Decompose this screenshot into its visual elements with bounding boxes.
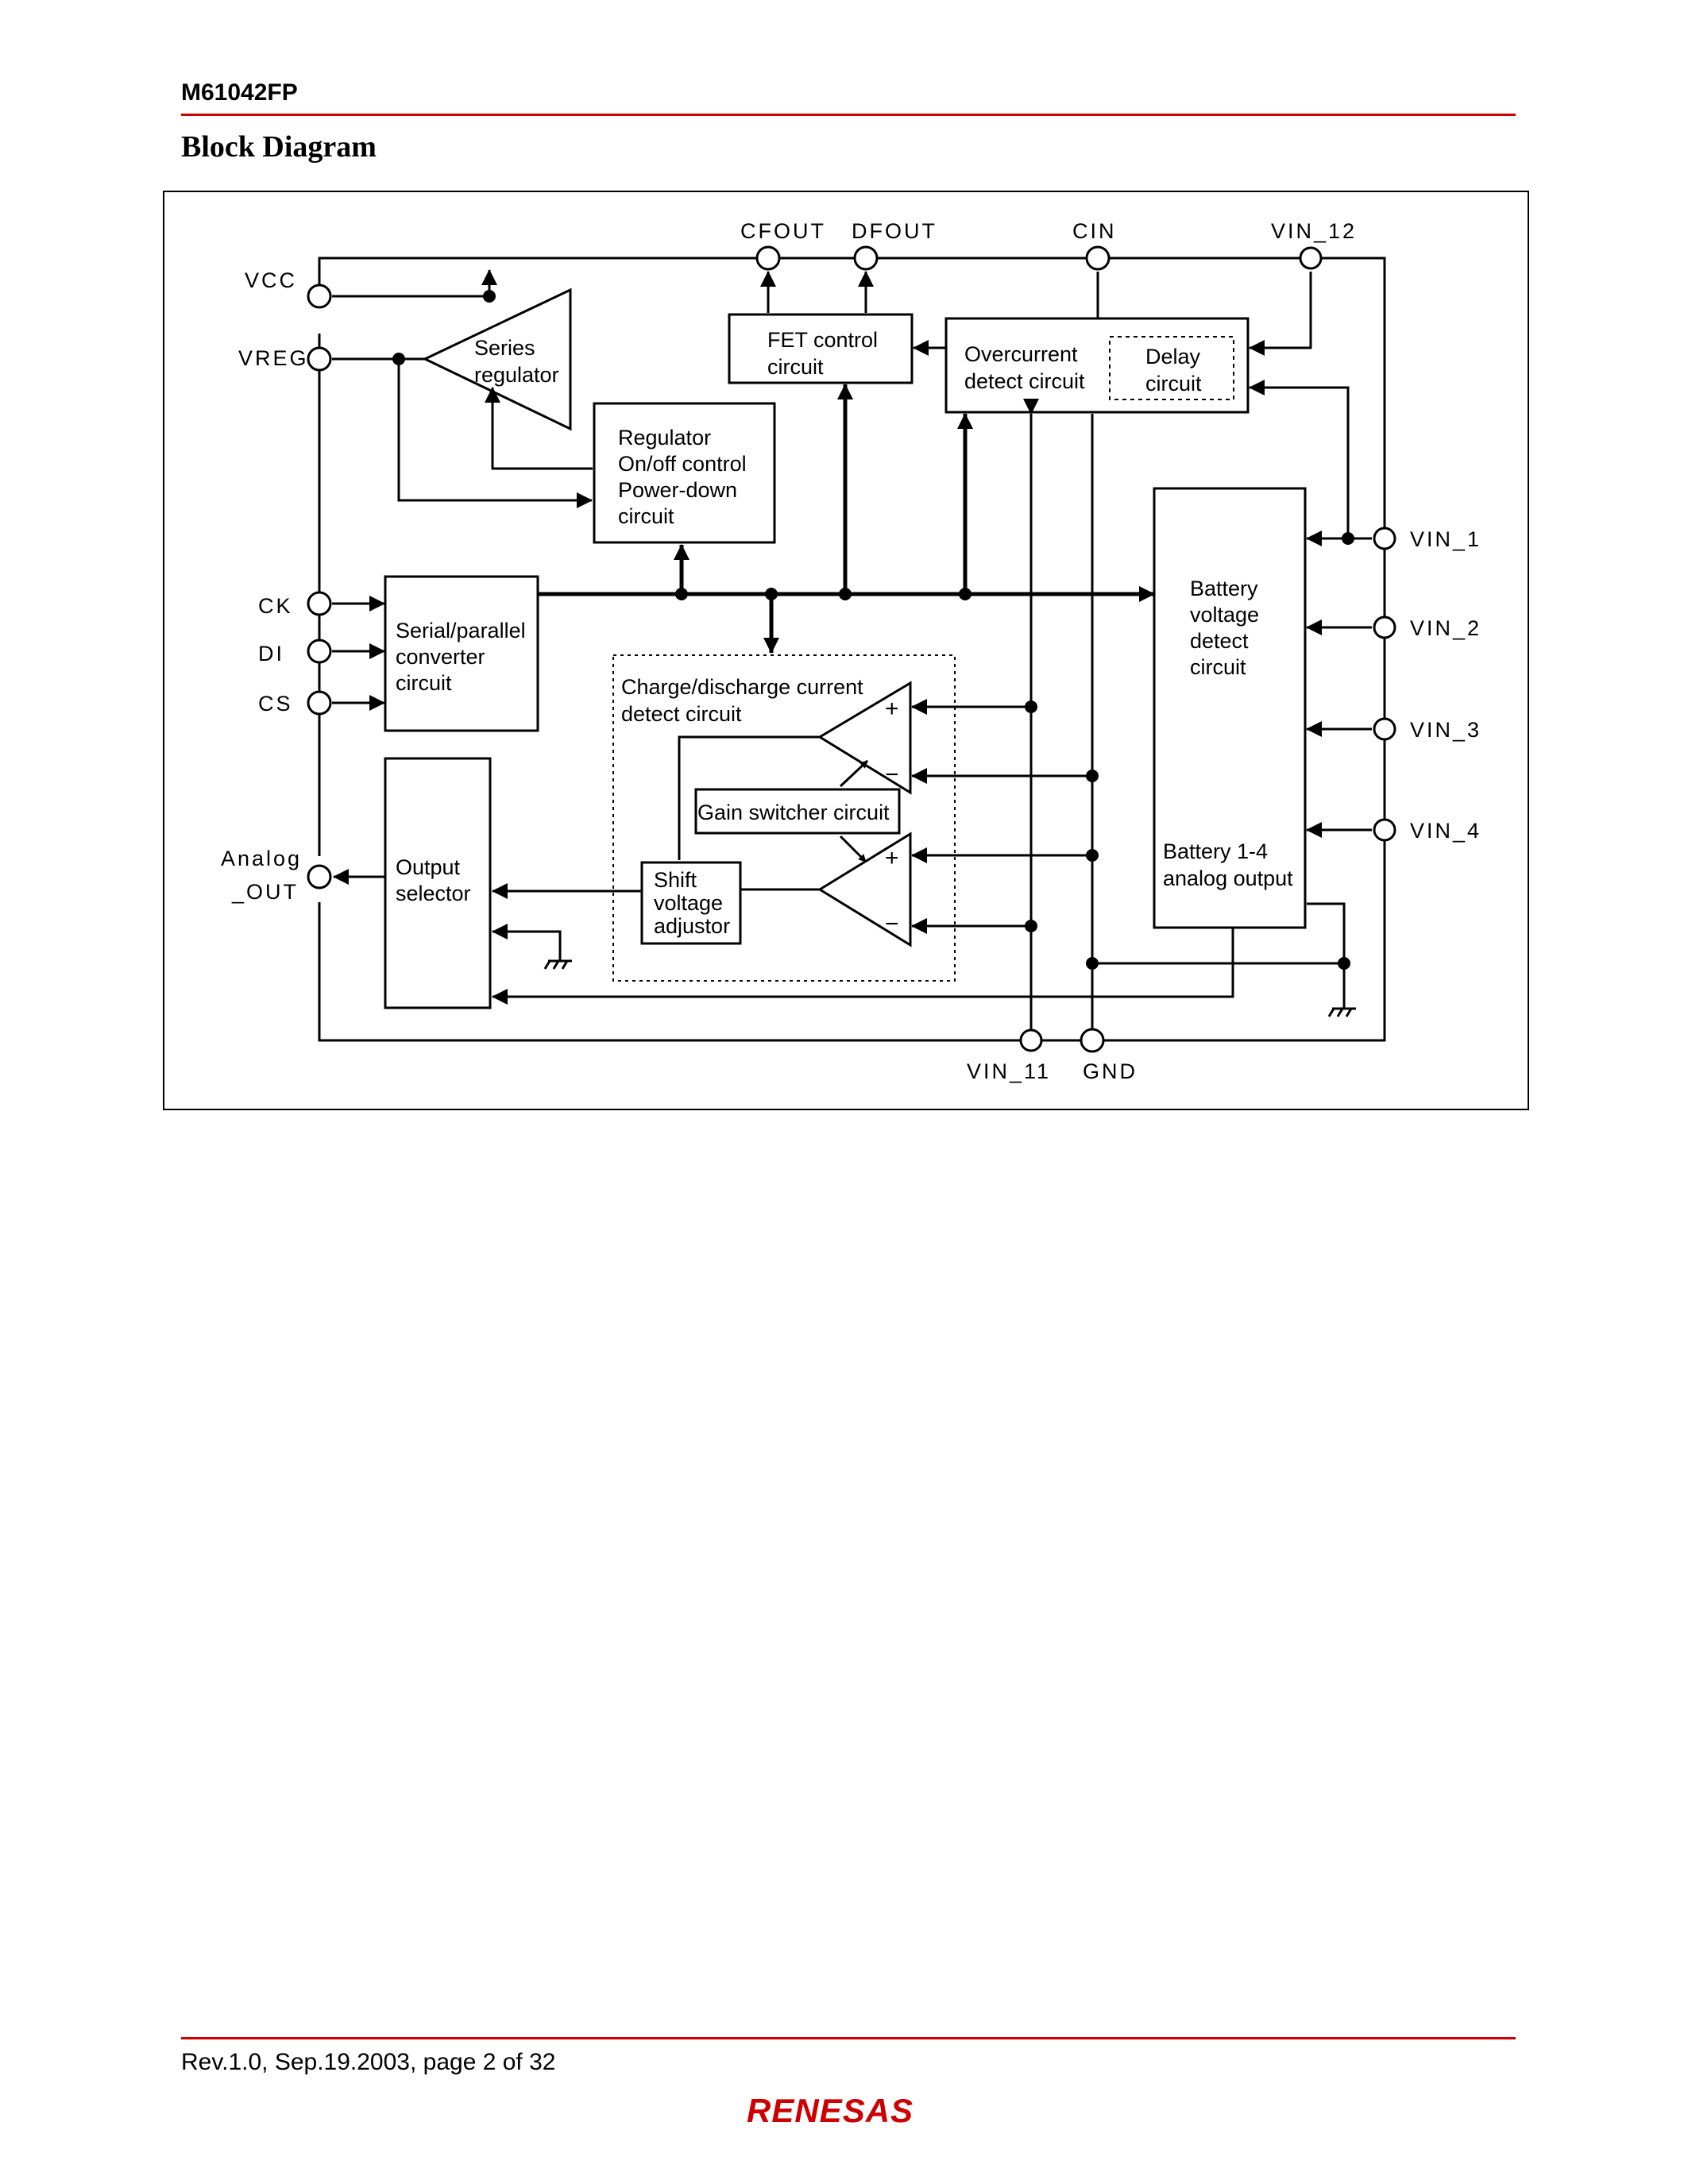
ground-symbol-left <box>543 959 572 970</box>
delay-box <box>1109 336 1234 400</box>
section-title: Block Diagram <box>181 130 377 164</box>
pin-cs <box>307 690 332 716</box>
chip-boundary <box>318 257 1386 1042</box>
pin-label-out: _OUT <box>231 880 299 904</box>
gain-switcher-label: Gain switcher circuit <box>697 801 890 824</box>
pin-vreg <box>307 346 332 372</box>
diagram-frame <box>163 191 1529 1110</box>
regulator-control-label-2: On/off control <box>618 452 747 476</box>
output-selector-box <box>384 757 492 1009</box>
charge-discharge-label-1: Charge/discharge current <box>621 675 863 699</box>
overcurrent-label-2: detect circuit <box>964 369 1085 393</box>
pin-label-vin11: VIN_11 <box>967 1059 1051 1083</box>
battery-voltage-label-4: circuit <box>1190 655 1246 679</box>
pin-label-vreg: VREG <box>238 346 309 370</box>
pin-label-cs: CS <box>258 692 293 716</box>
opamp-upper-minus: − <box>885 762 899 788</box>
pin-vin4 <box>1373 818 1396 842</box>
battery-analog-label-2: analog output <box>1163 866 1293 890</box>
series-regulator-label-2: regulator <box>474 363 559 387</box>
ground-symbol-right <box>1327 1007 1356 1017</box>
fet-control-label-2: circuit <box>767 355 824 379</box>
pin-vin12 <box>1299 246 1323 270</box>
pin-label-cin: CIN <box>1072 219 1117 243</box>
opamp-upper-plus: + <box>885 696 899 722</box>
battery-voltage-label-2: voltage <box>1190 603 1259 627</box>
serial-parallel-label-2: converter <box>396 645 485 669</box>
footer-revision: Rev.1.0, Sep.19.2003, page 2 of 32 <box>181 2049 556 2075</box>
gain-switcher-box <box>694 788 901 835</box>
pin-label-vin3: VIN_3 <box>1410 718 1481 742</box>
pin-ck <box>307 591 332 616</box>
series-regulator-label-1: Series <box>474 336 535 360</box>
shift-voltage-box <box>640 861 742 945</box>
regulator-control-label-4: circuit <box>618 504 674 528</box>
junction-dots <box>392 290 1354 970</box>
pin-label-vin2: VIN_2 <box>1410 616 1481 640</box>
pin-label-cfout: CFOUT <box>740 219 826 243</box>
pin-analog-out <box>307 864 332 889</box>
fet-control-box <box>728 313 914 384</box>
pin-vin2 <box>1373 615 1396 639</box>
part-number: M61042FP <box>181 79 298 106</box>
battery-voltage-label-1: Battery <box>1190 577 1258 600</box>
charge-discharge-label-2: detect circuit <box>621 702 742 726</box>
output-selector-label-2: selector <box>396 882 471 905</box>
serial-parallel-label-3: circuit <box>396 671 452 695</box>
pin-label-di: DI <box>258 642 284 666</box>
battery-analog-label-1: Battery 1-4 <box>1163 839 1268 863</box>
pin-vcc <box>307 284 332 309</box>
pin-label-dfout: DFOUT <box>852 219 937 243</box>
pin-di <box>307 639 332 664</box>
serial-parallel-box <box>384 575 539 732</box>
footer-rule <box>181 2037 1516 2039</box>
output-selector-label-1: Output <box>396 855 461 879</box>
pin-label-analog: Analog <box>221 847 302 870</box>
regulator-control-box <box>593 402 776 544</box>
renesas-logo: RENESAS <box>747 2092 914 2129</box>
opamp-lower-plus: + <box>885 845 899 871</box>
pin-vin1 <box>1373 527 1396 550</box>
regulator-control-label-1: Regulator <box>618 426 711 450</box>
pin-label-gnd: GND <box>1083 1059 1138 1083</box>
shift-voltage-label-2: voltage <box>654 891 723 915</box>
fet-control-label-1: FET control <box>767 328 878 352</box>
serial-parallel-label-1: Serial/parallel <box>396 619 526 642</box>
pin-cin <box>1085 245 1111 271</box>
pin-dfout <box>853 245 879 271</box>
pin-vin11 <box>1019 1028 1043 1052</box>
pin-gnd <box>1080 1028 1105 1053</box>
battery-voltage-label-3: detect <box>1190 629 1249 653</box>
delay-label-1: Delay <box>1145 345 1201 369</box>
pin-vin3 <box>1373 717 1396 741</box>
regulator-control-label-3: Power-down <box>618 478 737 502</box>
pin-label-vin12: VIN_12 <box>1271 219 1357 243</box>
header-rule <box>181 114 1516 116</box>
charge-discharge-region <box>612 654 956 982</box>
pin-label-ck: CK <box>258 594 293 618</box>
pin-label-vin1: VIN_1 <box>1410 527 1481 551</box>
overcurrent-label-1: Overcurrent <box>964 342 1078 366</box>
delay-label-2: circuit <box>1145 372 1202 396</box>
pin-label-vcc: VCC <box>245 268 297 292</box>
battery-voltage-box <box>1153 487 1307 929</box>
brand-text: RENESAS <box>747 2092 914 2129</box>
shift-voltage-label-3: adjustor <box>654 914 730 938</box>
pin-label-vin4: VIN_4 <box>1410 819 1481 843</box>
opamp-lower-minus: − <box>885 911 899 937</box>
pin-cfout <box>755 245 781 271</box>
shift-voltage-label-1: Shift <box>654 868 697 892</box>
